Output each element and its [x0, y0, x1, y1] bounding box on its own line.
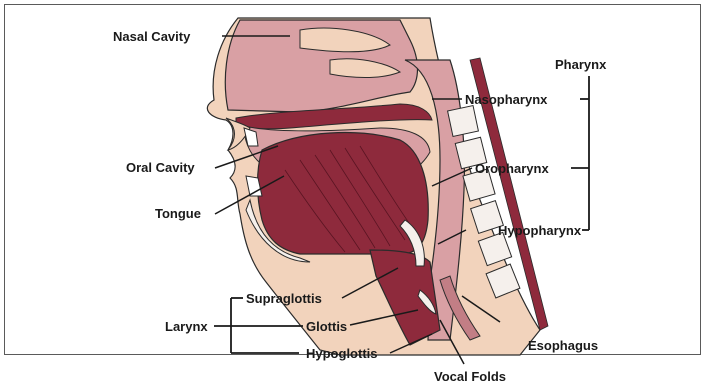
label-oropharynx: Oropharynx: [475, 161, 549, 176]
label-vocal-folds: Vocal Folds: [434, 369, 506, 384]
label-larynx: Larynx: [165, 319, 208, 334]
label-tongue: Tongue: [155, 206, 201, 221]
label-glottis: Glottis: [306, 319, 347, 334]
label-supraglottis: Supraglottis: [246, 291, 322, 306]
label-pharynx: Pharynx: [555, 57, 607, 72]
pharynx-bracket: [571, 76, 589, 230]
label-hypopharynx: Hypopharynx: [498, 223, 582, 238]
label-esophagus: Esophagus: [528, 338, 598, 353]
label-nasal-cavity: Nasal Cavity: [113, 29, 191, 44]
label-oral-cavity: Oral Cavity: [126, 160, 195, 175]
label-nasopharynx: Nasopharynx: [465, 92, 548, 107]
label-hypoglottis: Hypoglottis: [306, 346, 378, 361]
